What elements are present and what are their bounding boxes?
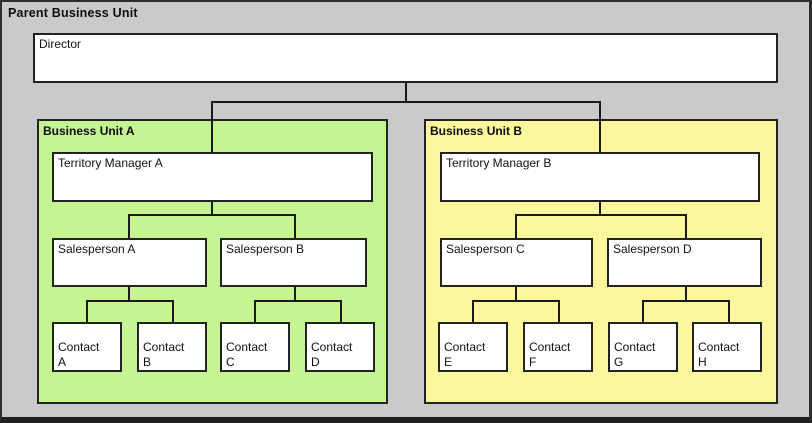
node-contact-d: Contact D bbox=[305, 322, 375, 372]
connector-line bbox=[211, 202, 213, 216]
node-contact-g-label: Contact G bbox=[614, 340, 656, 369]
node-contact-c-label: Contact C bbox=[226, 340, 268, 369]
node-contact-a-label: Contact A bbox=[58, 340, 100, 369]
node-contact-b-label: Contact B bbox=[143, 340, 185, 369]
node-contact-a: Contact A bbox=[52, 322, 122, 372]
node-contact-f: Contact F bbox=[523, 322, 593, 372]
parent-unit-title: Parent Business Unit bbox=[8, 6, 138, 20]
connector-line bbox=[515, 214, 687, 216]
connector-line bbox=[642, 300, 730, 302]
node-territory-manager-b-label: Territory Manager B bbox=[446, 156, 552, 170]
node-territory-manager-a: Territory Manager A bbox=[52, 152, 373, 202]
connector-line bbox=[86, 300, 174, 302]
connector-line bbox=[211, 101, 601, 103]
node-territory-manager-b: Territory Manager B bbox=[440, 152, 760, 202]
connector-line bbox=[642, 300, 644, 324]
node-salesperson-a: Salesperson A bbox=[52, 238, 207, 287]
connector-line bbox=[405, 82, 407, 103]
connector-line bbox=[340, 300, 342, 324]
node-contact-f-label: Contact F bbox=[529, 340, 571, 369]
connector-line bbox=[128, 286, 130, 302]
connector-line bbox=[254, 300, 256, 324]
connector-line bbox=[294, 214, 296, 239]
node-contact-c: Contact C bbox=[220, 322, 290, 372]
node-contact-e-label: Contact E bbox=[444, 340, 486, 369]
node-contact-h: Contact H bbox=[692, 322, 762, 372]
node-salesperson-d: Salesperson D bbox=[607, 238, 762, 287]
node-director: Director bbox=[33, 33, 778, 83]
connector-line bbox=[728, 300, 730, 324]
connector-line bbox=[472, 300, 474, 324]
node-salesperson-d-label: Salesperson D bbox=[613, 242, 692, 256]
connector-line bbox=[685, 286, 687, 302]
connector-line bbox=[599, 202, 601, 216]
node-salesperson-a-label: Salesperson A bbox=[58, 242, 136, 256]
business-unit-a-label: Business Unit A bbox=[43, 124, 135, 138]
connector-line bbox=[472, 300, 560, 302]
node-contact-h-label: Contact H bbox=[698, 340, 740, 369]
node-director-label: Director bbox=[39, 37, 82, 51]
connector-line bbox=[515, 214, 517, 239]
connector-line bbox=[685, 214, 687, 239]
node-territory-manager-a-label: Territory Manager A bbox=[58, 156, 163, 170]
node-salesperson-b-label: Salesperson B bbox=[226, 242, 305, 256]
node-contact-e: Contact E bbox=[438, 322, 508, 372]
node-contact-d-label: Contact D bbox=[311, 340, 353, 369]
connector-line bbox=[86, 300, 88, 324]
connector-line bbox=[558, 300, 560, 324]
connector-line bbox=[599, 101, 601, 153]
connector-line bbox=[211, 101, 213, 153]
node-contact-g: Contact G bbox=[608, 322, 678, 372]
node-contact-b: Contact B bbox=[137, 322, 207, 372]
connector-line bbox=[128, 214, 130, 239]
node-salesperson-b: Salesperson B bbox=[220, 238, 367, 287]
connector-line bbox=[172, 300, 174, 324]
connector-line bbox=[254, 300, 342, 302]
connector-line bbox=[128, 214, 296, 216]
node-salesperson-c-label: Salesperson C bbox=[446, 242, 525, 256]
node-salesperson-c: Salesperson C bbox=[440, 238, 593, 287]
connector-line bbox=[294, 286, 296, 302]
business-unit-b-label: Business Unit B bbox=[430, 124, 523, 138]
connector-line bbox=[515, 286, 517, 302]
